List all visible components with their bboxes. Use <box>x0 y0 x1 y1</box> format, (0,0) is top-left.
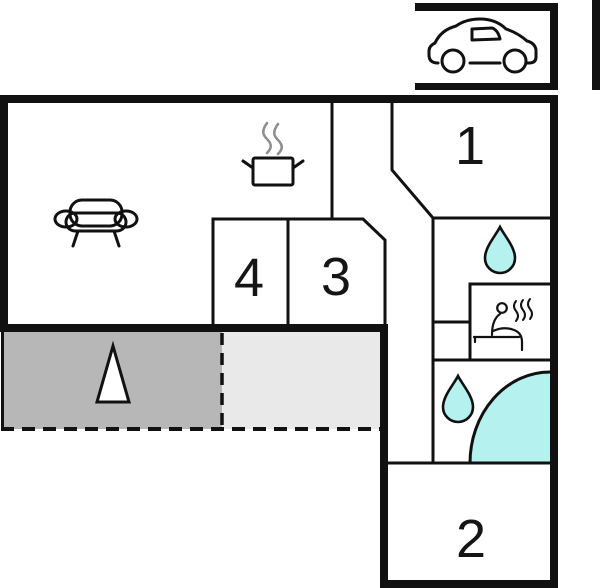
carport <box>415 0 600 90</box>
carport-right-wall <box>550 3 558 90</box>
water-drop-icon <box>483 224 517 275</box>
car-icon <box>427 17 538 74</box>
boundary-wall-segment <box>592 0 600 90</box>
water-features <box>441 224 551 464</box>
corner-bathtub-edge <box>468 370 551 464</box>
sauna-steam-icon <box>513 298 533 322</box>
sofa-icon <box>53 198 139 248</box>
room-2-label: 2 <box>456 509 486 569</box>
room-4-label: 4 <box>234 248 264 308</box>
carport-top-wall <box>415 3 558 11</box>
wall-segment <box>0 95 558 103</box>
wall-segment <box>380 580 558 588</box>
terrace <box>1 332 382 431</box>
sauna-room-outline <box>468 282 552 360</box>
wall-segment <box>380 324 388 588</box>
room-3-label: 3 <box>321 247 351 307</box>
wall-segment <box>0 95 8 332</box>
room-1-label: 1 <box>455 116 485 176</box>
water-drop-icon <box>441 373 475 424</box>
inner-walls <box>211 103 552 465</box>
outer-walls <box>0 95 558 588</box>
terrace-open-area <box>222 332 382 429</box>
wall-segment <box>550 95 558 588</box>
carport-bottom-wall <box>415 83 558 90</box>
cooking-pot-steam-icon <box>241 121 305 187</box>
wall-segment <box>0 324 388 332</box>
corner-bathtub-shape <box>470 372 550 463</box>
room-3-4-outline <box>211 217 387 326</box>
tree-triangle-icon <box>95 340 131 404</box>
sauna-person-icon <box>472 298 533 352</box>
room-1-walls <box>390 103 552 220</box>
steam-lines <box>261 121 284 156</box>
